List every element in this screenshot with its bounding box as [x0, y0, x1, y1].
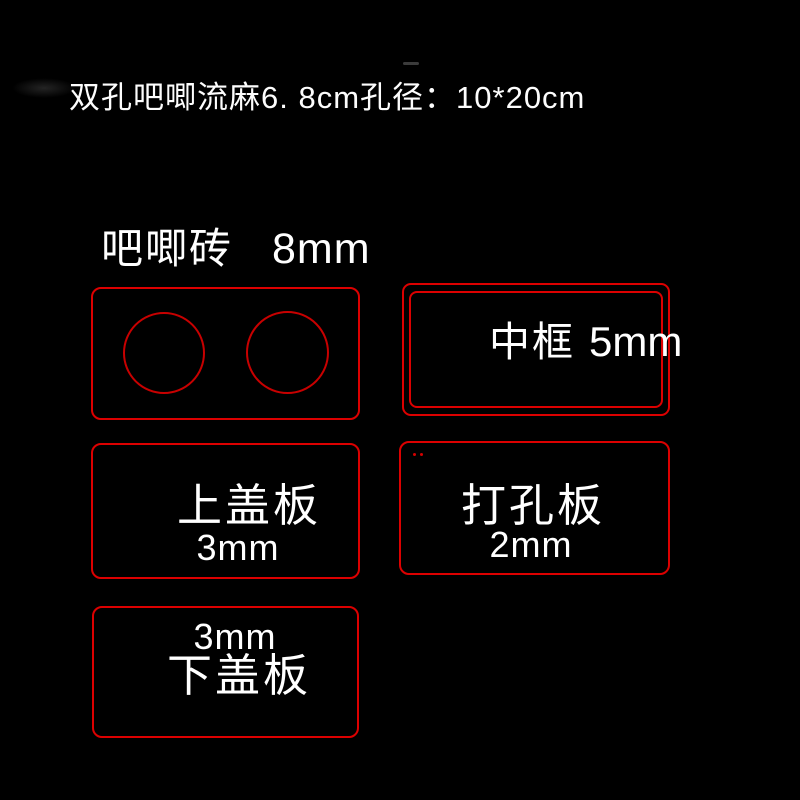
bottom-cover-thickness: 3mm — [193, 616, 277, 657]
page-title: 双孔吧唧流麻6. 8cm孔径：10*20cm — [69, 80, 586, 115]
hole-plate-thickness: 2mm — [489, 524, 573, 565]
badge-brick-label: 吧唧砖 — [101, 225, 234, 272]
panel-top-cover — [91, 443, 360, 579]
middle-frame-caption: 中框 5mm — [489, 321, 682, 363]
background-smudge — [12, 78, 76, 98]
middle-frame-label: 中框 — [489, 319, 575, 365]
badge-brick-caption: 吧唧砖 8mm — [101, 228, 371, 271]
badge-brick-thickness: 8mm — [272, 225, 371, 273]
pin-hole-dot-right — [420, 453, 423, 456]
hole-circle-left — [123, 312, 205, 394]
background-dash — [403, 62, 419, 65]
hole-circle-right — [246, 311, 329, 394]
middle-frame-thickness: 5mm — [589, 318, 683, 365]
panel-middle-frame-outer — [402, 283, 670, 416]
pin-hole-dot-left — [413, 453, 416, 456]
hole-plate-label: 打孔板 — [460, 480, 606, 531]
top-cover-label: 上盖板 — [176, 480, 322, 531]
panel-middle-frame-inner — [409, 291, 663, 408]
bottom-cover-label: 下盖板 — [166, 650, 312, 701]
panel-bottom-cover — [92, 606, 359, 738]
top-cover-thickness: 3mm — [196, 527, 280, 568]
panel-badge-brick — [91, 287, 360, 420]
panel-hole-plate — [399, 441, 670, 575]
